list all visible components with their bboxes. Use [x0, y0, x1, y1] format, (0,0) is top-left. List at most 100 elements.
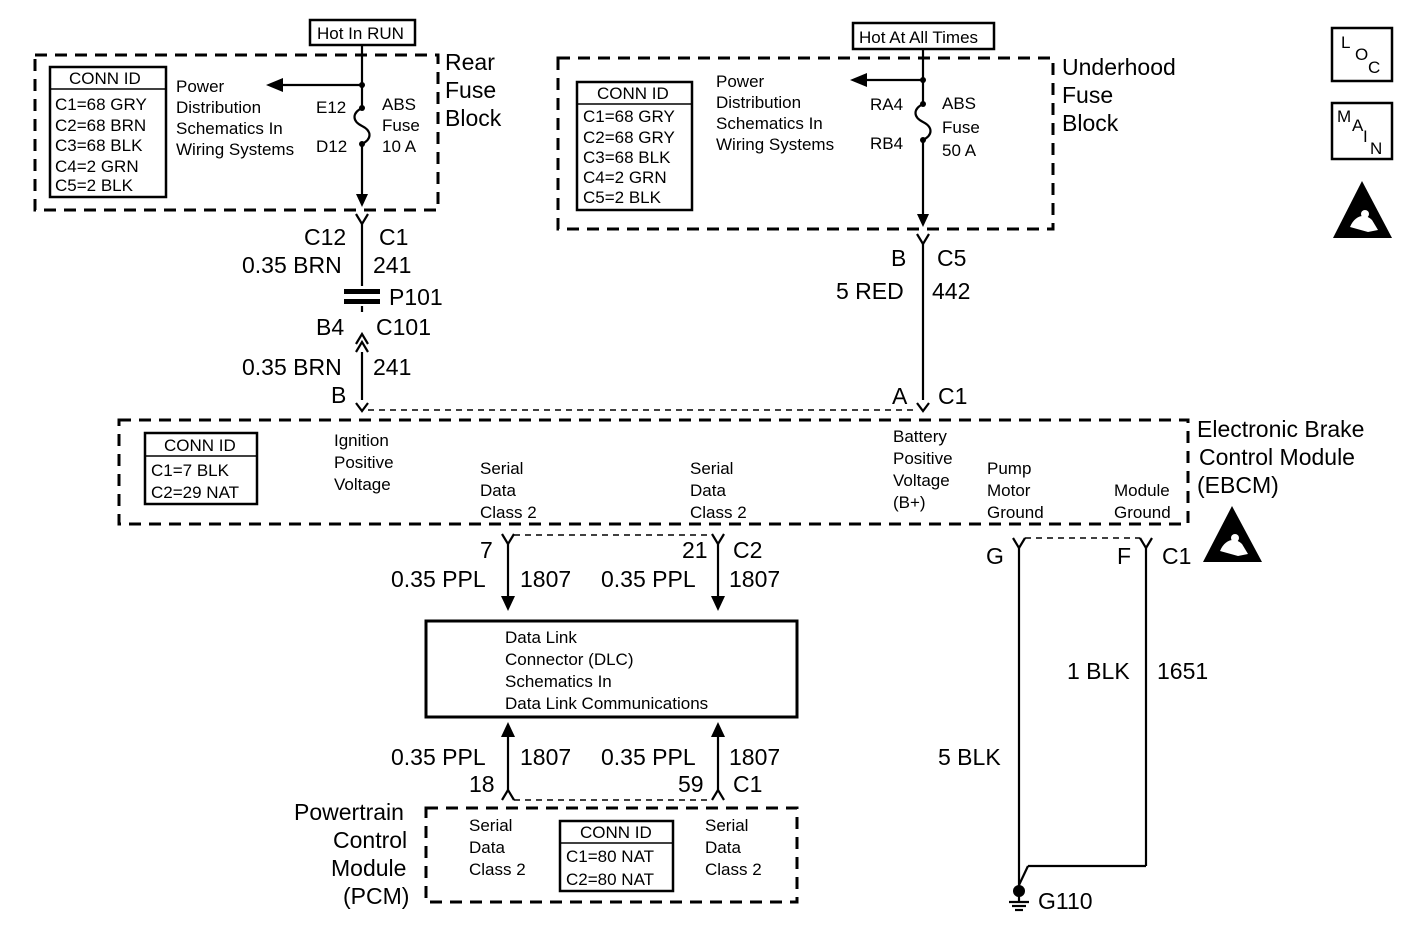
ebcm-ign-3: Voltage: [334, 475, 391, 494]
ebcm-conn-id-table: [143, 431, 259, 506]
wire-442-upper-pin: B: [891, 245, 906, 271]
underhood-fuse-block-outline: [556, 56, 1055, 231]
ebcm-name-3: (EBCM): [1197, 472, 1279, 498]
pcm-serial-left-1: Serial: [469, 816, 512, 835]
underhood-conn-id-1: C1=68 GRY: [583, 107, 675, 126]
dlc-text-2: Connector (DLC): [505, 650, 634, 669]
wire-442-circuit: 442: [932, 278, 970, 304]
main-icon-letter-3: I: [1363, 127, 1368, 146]
wire-241-upper-pin: C12: [304, 224, 346, 250]
rear-fuse-name-1: ABS: [382, 95, 416, 114]
underhood-fuse-name-1: ABS: [942, 94, 976, 113]
loc-icon-letter-1: L: [1341, 33, 1350, 52]
pcm-wire-left: 0.35 PPL 1807 18: [391, 722, 571, 801]
ebcm-serial1-2: Data: [480, 481, 516, 500]
ebcm-pump-2: Motor: [987, 481, 1031, 500]
pcm-right-gauge: 0.35 PPL: [601, 744, 696, 770]
ground-conn: C1: [1162, 543, 1191, 569]
underhood-conn-id-5: C5=2 BLK: [583, 188, 662, 207]
ebcm-conn-id-title: CONN ID: [164, 436, 236, 455]
pcm-conn-id-1: C1=80 NAT: [566, 847, 654, 866]
rear-conn-id-1: C1=68 GRY: [55, 95, 147, 114]
pcm-right-conn: C1: [733, 771, 762, 797]
ebcm-serial1-3: Class 2: [480, 503, 537, 522]
ebcm-conn-id-1: C1=7 BLK: [151, 461, 230, 480]
ground-wires: G F C1 1 BLK 1651 5 BLK G110: [938, 537, 1208, 914]
underhood-conn-id-4: C4=2 GRN: [583, 168, 667, 187]
underhood-power-dist-4: Wiring Systems: [716, 135, 834, 154]
rear-power-dist-2: Distribution: [176, 98, 261, 117]
ebcm-batt-2: Positive: [893, 449, 953, 468]
esd-warning-icon: [1333, 181, 1392, 238]
underhood-power-dist-3: Schematics In: [716, 114, 823, 133]
rear-conn-id-title: CONN ID: [69, 69, 141, 88]
pcm-right-pin: 59: [678, 771, 704, 797]
ebcm-ign-1: Ignition: [334, 431, 389, 450]
hot-in-run-label: Hot In RUN: [317, 24, 404, 43]
wire-241-lower-gauge: 0.35 BRN: [242, 354, 342, 380]
underhood-fuse-icon: [914, 103, 932, 141]
rear-fuse-name-3: 10 A: [382, 137, 417, 156]
wire-241: C12 C1 0.35 BRN 241 P101 B4 C101 0.35 BR…: [242, 213, 443, 413]
wire-241-upper-circuit: 241: [373, 252, 411, 278]
esd-warning-icon-ebcm: [1203, 506, 1262, 562]
underhood-arrow-left-icon: [850, 73, 867, 87]
ebcm-outline: [117, 418, 1190, 526]
ebcm-name-2: Control Module: [1199, 444, 1355, 470]
rear-fuse-icon: [353, 107, 371, 145]
rear-pin-bottom: D12: [316, 137, 347, 156]
pcm-left-circuit: 1807: [520, 744, 571, 770]
pcm: Powertrain Control Module (PCM) Serial D…: [294, 799, 799, 909]
rear-fuse-block-name-1: Rear: [445, 49, 495, 75]
underhood-fuse-block-name-1: Underhood: [1062, 54, 1176, 80]
main-icon-letter-1: M: [1337, 107, 1351, 126]
main-icon-letter-2: A: [1352, 116, 1364, 135]
wire-241-upper-gauge: 0.35 BRN: [242, 252, 342, 278]
ebcm-conn-id-2: C2=29 NAT: [151, 483, 239, 502]
pcm-conn-id-table: [558, 819, 675, 893]
pcm-name-4: (PCM): [343, 883, 409, 909]
wire-241-ebcm-pin: B: [331, 382, 346, 408]
serial-wire-left: 7 0.35 PPL 1807: [391, 533, 571, 611]
ebcm-module-gnd-1: Module: [1114, 481, 1170, 500]
ebcm: Electronic Brake Control Module (EBCM) C…: [117, 416, 1364, 526]
underhood-fuse-name-2: Fuse: [942, 118, 980, 137]
ground-g-gauge: 5 BLK: [938, 744, 1001, 770]
main-icon[interactable]: M A I N: [1330, 101, 1394, 161]
ebcm-serial2-3: Class 2: [690, 503, 747, 522]
pcm-wire-right: 0.35 PPL 1807 59 C1: [601, 722, 780, 801]
wire-442-upper-conn: C5: [937, 245, 966, 271]
wire-442: B C5 5 RED 442 A C1: [836, 233, 970, 413]
ebcm-batt-4: (B+): [893, 493, 926, 512]
wire-442-gauge: 5 RED: [836, 278, 904, 304]
pcm-right-circuit: 1807: [729, 744, 780, 770]
wire-241-lower-circuit: 241: [373, 354, 411, 380]
serial-right-conn: C2: [733, 537, 762, 563]
underhood-fuse-block-name-2: Fuse: [1062, 82, 1113, 108]
rear-pin-top: E12: [316, 98, 346, 117]
underhood-conn-id-2: C2=68 GRY: [583, 128, 675, 147]
wire-241-lower-pin: B4: [316, 314, 344, 340]
serial-right-circuit: 1807: [729, 566, 780, 592]
wire-241-lower-conn: C101: [376, 314, 431, 340]
ebcm-pump-1: Pump: [987, 459, 1031, 478]
serial-left-gauge: 0.35 PPL: [391, 566, 486, 592]
splice-p101-label: P101: [389, 284, 443, 310]
loc-icon-letter-3: C: [1368, 58, 1380, 77]
ebcm-batt-1: Battery: [893, 427, 947, 446]
dlc-text-4: Data Link Communications: [505, 694, 708, 713]
loc-icon[interactable]: L O C: [1330, 26, 1394, 83]
ground-pin-g: G: [986, 543, 1004, 569]
underhood-conn-id-title: CONN ID: [597, 84, 669, 103]
pcm-conn-id-title: CONN ID: [580, 823, 652, 842]
underhood-fuse-block: Hot At All Times Underhood Fuse Block CO…: [556, 21, 1176, 231]
ebcm-batt-3: Voltage: [893, 471, 950, 490]
rear-fuse-block-name-2: Fuse: [445, 77, 496, 103]
pcm-serial-left-3: Class 2: [469, 860, 526, 879]
ebcm-serial2-1: Serial: [690, 459, 733, 478]
underhood-fuse-name-3: 50 A: [942, 141, 977, 160]
ebcm-serial2-2: Data: [690, 481, 726, 500]
serial-left-circuit: 1807: [520, 566, 571, 592]
rear-power-dist-3: Schematics In: [176, 119, 283, 138]
underhood-pin-bottom: RB4: [870, 134, 903, 153]
